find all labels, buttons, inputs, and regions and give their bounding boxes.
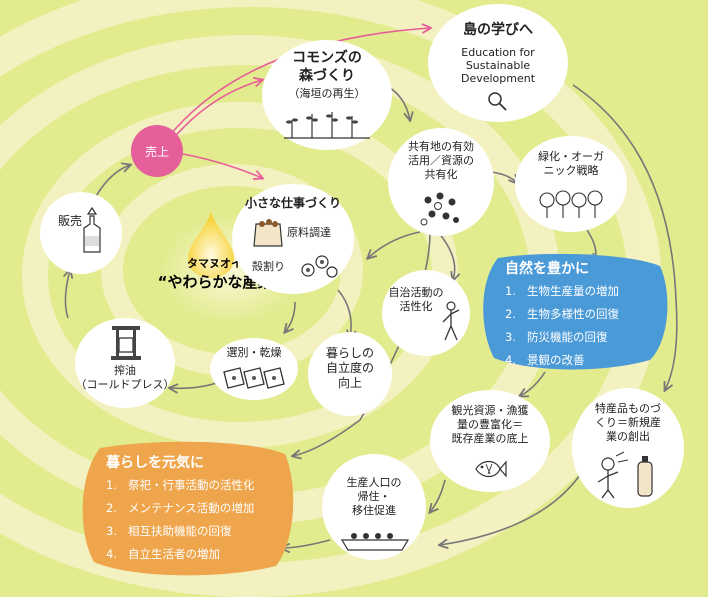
small-work-line1: 原料調達 bbox=[287, 226, 331, 239]
island-sub: Education for Sustainable Development bbox=[460, 46, 536, 86]
nature-panel: 自然を豊かに 1. 生物生産量の増加 2. 生物多様性の回復 3. 防災機能の回復 4… bbox=[505, 258, 675, 372]
small-work-title: 小さな仕事づくり bbox=[244, 196, 341, 210]
sales-label: 売上 bbox=[144, 144, 169, 159]
item-num: 3. bbox=[106, 524, 117, 538]
sales-channel-node: 販売 bbox=[40, 192, 122, 274]
island-title: 島の学びへ bbox=[463, 22, 533, 38]
person-icon bbox=[442, 301, 460, 341]
commons-sub: （海垣の再生） bbox=[288, 87, 366, 100]
specialty-product-node: 特産品ものづ くり＝新規産 業の創出 bbox=[572, 388, 684, 508]
item-num: 1. bbox=[505, 284, 516, 298]
list-item: 4. 景観の改善 bbox=[505, 349, 675, 372]
item-text: メンテナンス活動の増加 bbox=[128, 501, 255, 515]
bag-icon bbox=[253, 219, 283, 247]
item-num: 4. bbox=[505, 353, 516, 367]
island-learning-node: 島の学びへ Education for Sustainable Developm… bbox=[428, 4, 568, 122]
kernels-icon bbox=[301, 255, 338, 278]
boat-icon bbox=[340, 533, 410, 551]
community-blob bbox=[82, 441, 294, 576]
trays-icon bbox=[223, 367, 285, 389]
tourism-fishery-node: 観光資源・漁獲 量の豊富化＝ 既存産業の底上 bbox=[430, 390, 550, 492]
nature-title: 自然を豊かに bbox=[505, 261, 589, 277]
population-label: 生産人口の 帰住・ 移住促進 bbox=[346, 476, 402, 517]
tourism-label: 観光資源・漁獲 量の豊富化＝ 既存産業の底上 bbox=[451, 404, 529, 445]
list-item: 4. 自立生活者の増加 bbox=[106, 543, 296, 566]
shared-resources-node: 共有地の有効 活用／資源の 共有化 bbox=[388, 128, 494, 236]
fish-icon bbox=[475, 460, 507, 478]
small-work-node: 小さな仕事づくり 原料調達 殻割り bbox=[232, 184, 354, 294]
sales-node: 売上 bbox=[131, 125, 183, 177]
community-panel: 暮らしを元気に 1. 祭祀・行事活動の活性化 2. メンテナンス活動の増加 3. 相互… bbox=[106, 452, 296, 566]
item-text: 自立生活者の増加 bbox=[128, 547, 220, 561]
oil-press-node: 搾油 （コールドプレス） bbox=[75, 318, 175, 408]
autonomy-node: 自治活動の 活性化 bbox=[382, 270, 470, 356]
magnifier-icon bbox=[488, 92, 507, 111]
nuts-icon bbox=[420, 192, 459, 226]
item-text: 景観の改善 bbox=[527, 353, 585, 367]
life-independence-node: 暮らしの 自立度の 向上 bbox=[308, 332, 392, 416]
bottle-icon bbox=[83, 206, 101, 253]
nature-blob bbox=[483, 253, 668, 370]
sorting-drying-node: 選別・乾燥 bbox=[210, 338, 298, 400]
independence-label: 暮らしの 自立度の 向上 bbox=[325, 346, 374, 390]
list-item: 3. 防災機能の回復 bbox=[505, 326, 675, 349]
list-item: 1. 祭祀・行事活動の活性化 bbox=[106, 474, 296, 497]
greening-node: 緑化・オーガ ニック戦略 bbox=[515, 136, 627, 232]
sorting-label: 選別・乾燥 bbox=[226, 346, 282, 359]
specialty-label: 特産品ものづ くり＝新規産 業の創出 bbox=[595, 402, 661, 443]
item-text: 生物生産量の増加 bbox=[527, 284, 619, 298]
assaku-label: 搾油 （コールドプレス） bbox=[75, 364, 175, 391]
list-item: 3. 相互扶助機能の回復 bbox=[106, 520, 296, 543]
commons-forest-node: コモンズの 森づくり （海垣の再生） bbox=[262, 40, 392, 150]
item-text: 防災機能の回復 bbox=[527, 330, 608, 344]
oil-drop-icon bbox=[188, 212, 234, 278]
list-item: 2. 生物多様性の回復 bbox=[505, 303, 675, 326]
greening-label: 緑化・オーガ ニック戦略 bbox=[538, 150, 604, 177]
autonomy-label: 自治活動の 活性化 bbox=[388, 286, 444, 313]
commons-title: コモンズの 森づくり bbox=[292, 50, 362, 84]
community-title: 暮らしを元気に bbox=[106, 455, 204, 471]
item-num: 1. bbox=[106, 478, 117, 492]
trees-icon bbox=[539, 190, 603, 218]
item-num: 3. bbox=[505, 330, 516, 344]
item-text: 相互扶助機能の回復 bbox=[128, 524, 232, 538]
press-icon bbox=[111, 326, 141, 360]
small-work-line2: 殻割り bbox=[252, 260, 285, 273]
shared-label: 共有地の有効 活用／資源の 共有化 bbox=[408, 140, 474, 181]
list-item: 1. 生物生産量の増加 bbox=[505, 280, 675, 303]
item-num: 2. bbox=[505, 307, 516, 321]
item-num: 4. bbox=[106, 547, 117, 561]
item-text: 祭祀・行事活動の活性化 bbox=[128, 478, 255, 492]
item-num: 2. bbox=[106, 501, 117, 515]
item-text: 生物多様性の回復 bbox=[527, 307, 619, 321]
hanbai-label: 販売 bbox=[57, 214, 82, 228]
product-icon bbox=[597, 451, 653, 499]
list-item: 2. メンテナンス活動の増加 bbox=[106, 497, 296, 520]
population-node: 生産人口の 帰住・ 移住促進 bbox=[322, 454, 426, 560]
seedling-icon bbox=[284, 112, 370, 139]
